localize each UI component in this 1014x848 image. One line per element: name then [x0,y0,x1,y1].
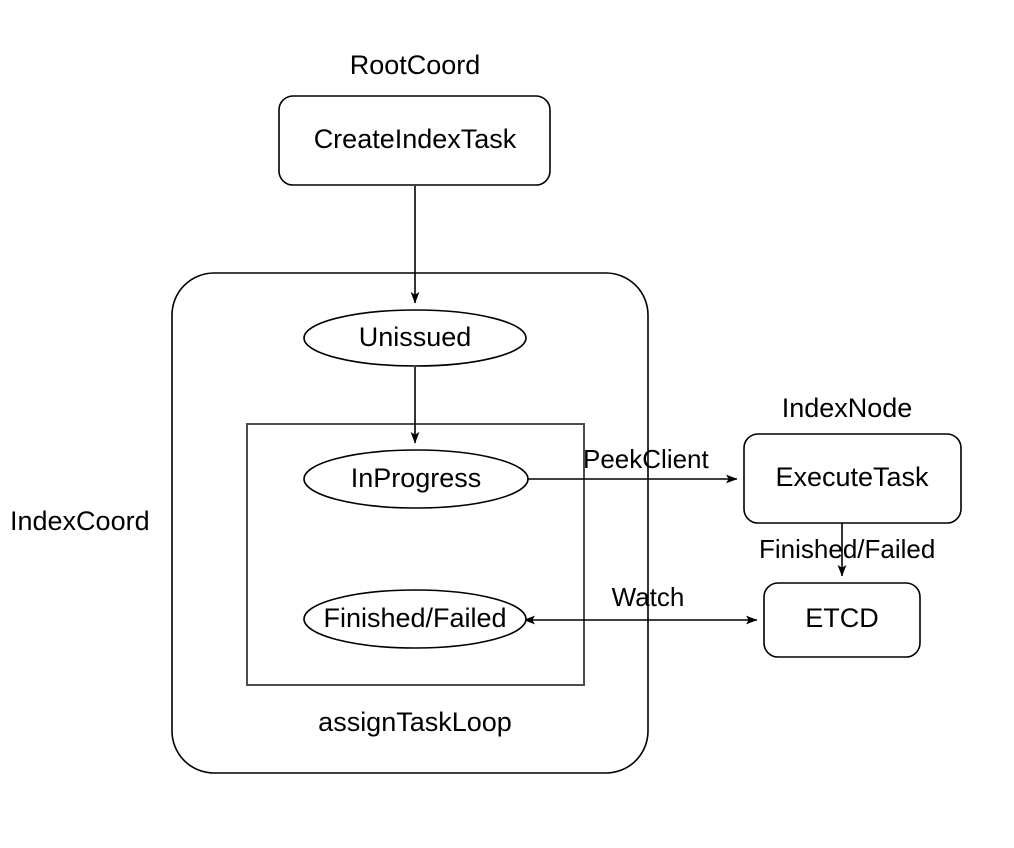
node-etcd[interactable]: ETCD [763,582,921,658]
rootcoord-label: RootCoord [350,50,481,80]
edge-inprogress-to-executetask-label: PeekClient [583,444,710,474]
execute-task-shape[interactable] [743,433,962,524]
node-execute-task[interactable]: IndexNode ExecuteTask [743,393,962,524]
etcd-shape[interactable] [763,582,921,658]
edge-etcd-to-finishedfailed: Watch [523,582,758,625]
node-in-progress[interactable]: InProgress [303,449,529,509]
indexcoord-label: IndexCoord [10,506,150,536]
unissued-shape[interactable] [303,309,527,367]
in-progress-shape[interactable] [303,449,529,509]
etcd-label: ETCD [805,603,879,633]
group-indexcoord: IndexCoord [10,272,649,774]
execute-task-label: ExecuteTask [775,462,929,492]
edge-inprogress-to-executetask: PeekClient [528,444,738,484]
finished-failed-label: Finished/Failed [323,603,506,633]
create-index-task-shape[interactable] [278,95,551,186]
assigntaskloop-label: assignTaskLoop [318,707,512,737]
finished-failed-shape[interactable] [303,589,527,649]
indexnode-label: IndexNode [782,393,913,423]
create-index-task-label: CreateIndexTask [314,124,517,154]
edge-executetask-to-etcd-label: Finished/Failed [759,534,935,564]
edge-executetask-to-etcd: Finished/Failed [759,523,935,577]
node-unissued[interactable]: Unissued [303,309,527,367]
edge-etcd-to-finishedfailed-label: Watch [612,582,685,612]
node-finished-failed[interactable]: Finished/Failed [303,589,527,649]
unissued-label: Unissued [359,322,472,352]
in-progress-label: InProgress [351,463,482,493]
indexcoord-container [171,272,649,774]
node-create-index-task[interactable]: RootCoord CreateIndexTask [278,50,551,186]
